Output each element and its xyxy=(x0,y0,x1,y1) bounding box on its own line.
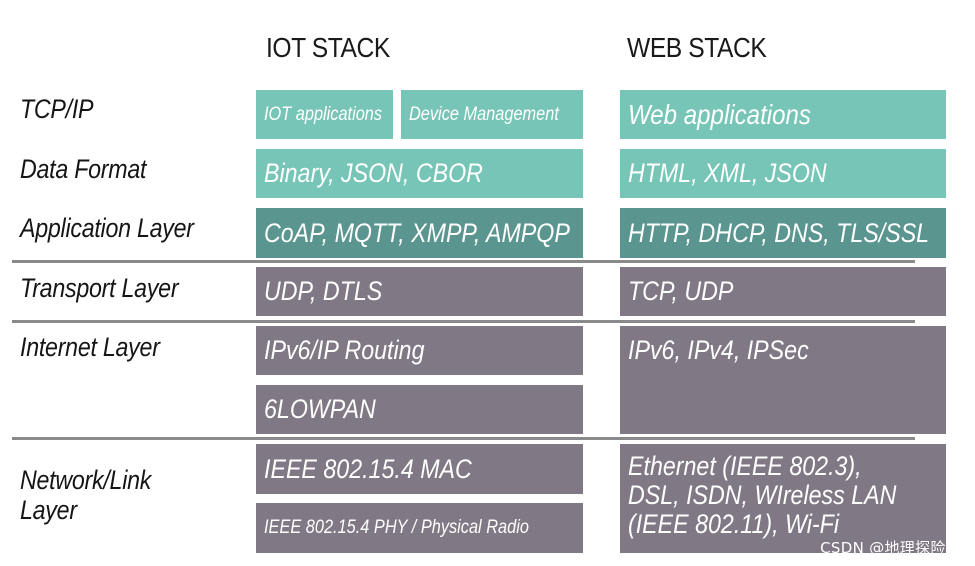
web-application-layer-box: HTTP, DHCP, DNS, TLS/SSL xyxy=(620,208,946,258)
iot-routing-box: IPv6/IP Routing xyxy=(256,326,583,375)
row-label-data-format: Data Format xyxy=(20,154,147,184)
row-label-network-link-layer: Network/Link Layer xyxy=(20,465,152,525)
row-label-internet-layer: Internet Layer xyxy=(20,332,160,362)
iot-data-format-box: Binary, JSON, CBOR xyxy=(256,149,583,198)
web-internet-layer-box: IPv6, IPv4, IPSec xyxy=(620,326,946,434)
web-transport-layer-box: TCP, UDP xyxy=(620,267,946,316)
iot-device-management-box: Device Management xyxy=(401,90,583,139)
iot-applications-box: IOT applications xyxy=(256,90,393,139)
row-label-application-layer: Application Layer xyxy=(20,213,194,243)
row-label-tcpip: TCP/IP xyxy=(20,94,94,124)
iot-stack-header: IOT STACK xyxy=(266,32,390,63)
web-data-format-box: HTML, XML, JSON xyxy=(620,149,946,198)
separator-line xyxy=(12,320,915,323)
web-applications-box: Web applications xyxy=(620,90,946,139)
iot-transport-layer-box: UDP, DTLS xyxy=(256,267,583,316)
iot-mac-box: IEEE 802.15.4 MAC xyxy=(256,444,583,494)
row-label-transport-layer: Transport Layer xyxy=(20,273,179,303)
iot-phy-box: IEEE 802.15.4 PHY / Physical Radio xyxy=(256,503,583,553)
watermark: CSDN @地理探险家 xyxy=(820,539,961,557)
separator-line xyxy=(12,260,915,263)
iot-application-layer-box: CoAP, MQTT, XMPP, AMPQP xyxy=(256,208,583,258)
iot-6lowpan-box: 6LOWPAN xyxy=(256,385,583,434)
web-stack-header: WEB STACK xyxy=(627,32,767,63)
separator-line xyxy=(12,437,915,440)
web-network-link-box: Ethernet (IEEE 802.3), DSL, ISDN, WIrele… xyxy=(620,444,946,553)
